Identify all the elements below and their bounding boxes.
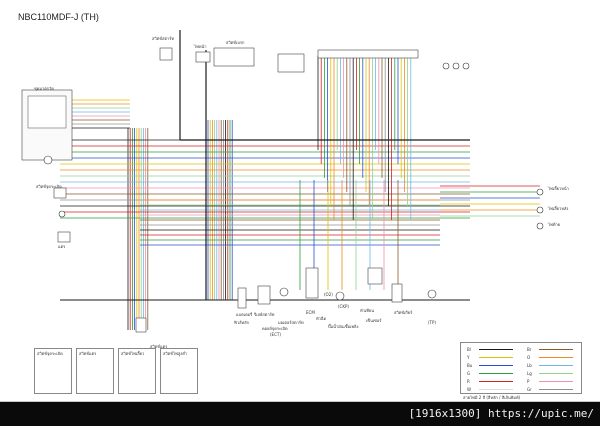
component-label: สวิตช์สตาร์ท [152, 36, 175, 41]
legend-swatch [539, 381, 573, 382]
component-label: ไฟหน้า [194, 44, 207, 49]
switch-table-header: สวิตช์ไฟสูงต่ำ [163, 351, 188, 356]
turn-signal-icon [536, 206, 544, 214]
wire-group [60, 30, 540, 330]
component-label: สวิตช์จุดระเบิด [36, 184, 62, 189]
component-label: รีเลย์สตาร์ท [254, 312, 275, 317]
turn-signal-icon [462, 62, 470, 70]
switch-table-horn: สวิตช์แตร [76, 348, 114, 394]
legend-swatch [479, 349, 513, 350]
switch-table-dimmer: สวิตช์ไฟสูงต่ำ [160, 348, 198, 394]
headlight-box [195, 51, 211, 63]
component-label: แบตเตอรี่ [236, 312, 253, 317]
legend-swatch [479, 365, 513, 366]
component-label: ไฟท้าย [548, 222, 561, 227]
turn-signal-icon [442, 62, 450, 70]
switch-cluster-box [213, 47, 255, 67]
switch-table-header: สวิตช์แตร [79, 351, 97, 356]
component-label: (ECT) [270, 332, 281, 337]
legend-item: Bu [467, 363, 473, 368]
legend-item: R [467, 379, 470, 384]
component-label: มอเตอร์สตาร์ท [278, 320, 304, 325]
sensor-icon [335, 291, 345, 301]
turn-signal-icon [452, 62, 460, 70]
component-label: ไฟเลี้ยวหลัง [548, 206, 569, 211]
legend-caption: สายไฟมี 2 สี (สีหลัก / สีเส้นพิมพ์) [463, 395, 521, 400]
turn-signal-icon [536, 188, 544, 196]
ignition-switch-box [53, 187, 67, 199]
legend-swatch [479, 373, 513, 374]
throttle-sensor-icon [427, 289, 437, 299]
main-connector [317, 49, 419, 59]
legend-item: P [527, 379, 530, 384]
legend-item: Y [467, 355, 470, 360]
switch-table-header: สวิตช์ไฟเลี้ยว [121, 351, 145, 356]
motor-icon [279, 287, 289, 297]
legend-swatch [479, 357, 513, 358]
gear-switch-box [391, 283, 403, 303]
legend-swatch [539, 349, 573, 350]
legend-item: Lb [527, 363, 532, 368]
page-title: NBC110MDF-J (TH) [18, 12, 99, 22]
bulb-icon [58, 210, 66, 218]
legend-item: G [467, 371, 471, 376]
component-label: (TP) [428, 320, 436, 325]
wiring-diagram [21, 30, 544, 333]
legend-item: O [527, 355, 531, 360]
component-label: ฟิวส์หลัก [234, 320, 250, 325]
switch-table-turn: สวิตช์ไฟเลี้ยว [118, 348, 156, 394]
component-label: (O2) [324, 292, 333, 297]
component-label: ปั๊มน้ำมันเชื้อเพลิง [328, 324, 359, 329]
component-label: หัวฉีด [316, 316, 327, 321]
component-label: ECM [306, 310, 315, 315]
ecm-box [305, 267, 319, 299]
component-label: ชุดมาตรวัด [34, 86, 54, 91]
legend-item: Gr [527, 387, 532, 392]
component-label: เซ็นเซอร์ [366, 318, 382, 323]
brake-switch-box [277, 53, 305, 73]
fuse-box [237, 287, 247, 309]
legend-item: Lg [527, 371, 532, 376]
image-footer: [1916x1300] https://upic.me/ [0, 402, 600, 426]
ignition-coil-box [367, 267, 383, 285]
switch-table-header: สวิตช์จุดระเบิด [37, 351, 63, 356]
component-label: ไฟเลี้ยวหน้า [548, 186, 569, 191]
legend-item: W [467, 387, 471, 392]
component-label: คอยล์จุดระเบิด [262, 326, 288, 331]
legend-swatch [539, 389, 573, 390]
horn-box [57, 231, 71, 243]
horn-switch-box [135, 317, 147, 333]
component-label: (CKP) [338, 304, 349, 309]
relay-box [257, 285, 271, 305]
legend-swatch [539, 357, 573, 358]
legend-swatch [539, 373, 573, 374]
component-label: หัวเทียน [360, 308, 374, 313]
legend-item: Bl [467, 347, 471, 352]
switch-table-ignition: สวิตช์จุดระเบิด [34, 348, 72, 394]
component-label: สวิตช์เบรก [226, 40, 245, 45]
component-label: แตร [58, 244, 66, 249]
turn-signal-icon [536, 222, 544, 230]
meter-display [27, 95, 67, 129]
bulb-icon [43, 155, 53, 165]
diagram-sheet: NBC110MDF-J (TH) ชุดมาตรวัด สวิตช์สตาร์ทไ… [0, 0, 600, 402]
component-label: สวิตช์แตร [150, 344, 168, 349]
legend-swatch [539, 365, 573, 366]
starter-switch-box [159, 47, 173, 61]
legend-item: Br [527, 347, 532, 352]
legend-swatch [479, 389, 513, 390]
legend-swatch [479, 381, 513, 382]
watermark-text: [1916x1300] https://upic.me/ [408, 407, 594, 420]
component-label: สวิตช์เกียร์ [394, 310, 413, 315]
component-group [21, 47, 544, 333]
